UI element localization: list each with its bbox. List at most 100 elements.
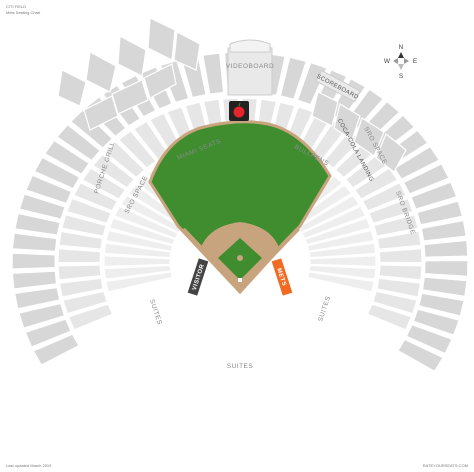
seat-section[interactable] <box>11 232 58 252</box>
home-run-apple-icon <box>229 101 249 121</box>
home-dugout-label: METS <box>275 268 286 288</box>
seat-section[interactable] <box>56 123 102 162</box>
seat-section[interactable] <box>307 271 375 293</box>
seat-section[interactable] <box>66 197 112 224</box>
seat-section[interactable] <box>104 141 146 179</box>
seat-section[interactable] <box>11 270 58 290</box>
playing-field <box>148 120 332 295</box>
seat-section[interactable] <box>117 130 157 169</box>
seat-section[interactable] <box>113 205 179 239</box>
seat-section[interactable] <box>297 194 360 233</box>
seat-section[interactable] <box>423 259 469 277</box>
last-updated-note: Last updated March 2019 <box>6 463 52 468</box>
seat-section[interactable] <box>58 277 104 298</box>
seat-section[interactable] <box>354 167 399 200</box>
seat-section[interactable] <box>147 17 176 61</box>
seat-section[interactable] <box>13 286 61 310</box>
compass-s-label: S <box>399 73 404 80</box>
seat-section[interactable] <box>14 212 61 236</box>
seat-section[interactable] <box>309 255 377 267</box>
seat-section[interactable] <box>103 264 172 280</box>
compass-n-label: N <box>399 44 404 51</box>
compass-rose: N S W E <box>384 44 418 80</box>
seat-section[interactable] <box>18 193 66 220</box>
seat-section[interactable] <box>61 214 107 237</box>
seat-section[interactable] <box>143 63 177 99</box>
seat-section[interactable] <box>361 182 407 212</box>
seat-section[interactable] <box>412 308 460 336</box>
seat-section[interactable] <box>304 217 372 246</box>
seat-section[interactable] <box>57 248 102 264</box>
seat-section[interactable] <box>372 290 418 315</box>
seat-section[interactable] <box>421 276 468 297</box>
seat-section[interactable] <box>73 182 119 212</box>
suites-left-label: SUITES <box>148 298 163 326</box>
home-dugout: METS <box>271 258 293 296</box>
seat-section[interactable] <box>58 230 104 250</box>
seat-section[interactable] <box>423 239 469 258</box>
seat-section[interactable] <box>24 318 72 348</box>
seat-section[interactable] <box>92 153 136 189</box>
seat-section[interactable] <box>333 103 361 141</box>
seat-section[interactable] <box>202 52 225 95</box>
compass-e-label: E <box>413 58 418 65</box>
left-field-sections <box>57 17 201 131</box>
seat-section[interactable] <box>62 290 108 315</box>
seat-section[interactable] <box>366 303 413 331</box>
seat-section[interactable] <box>18 302 66 329</box>
seat-section[interactable] <box>25 174 73 205</box>
seat-section[interactable] <box>301 205 367 239</box>
seat-section[interactable] <box>105 229 174 252</box>
seat-section[interactable] <box>402 163 450 195</box>
seat-section[interactable] <box>103 242 172 259</box>
venue-name: CITI FIELD <box>6 4 26 9</box>
seat-section[interactable] <box>33 156 81 190</box>
seat-section[interactable] <box>105 271 173 293</box>
suites-bottom-label: SUITES <box>227 363 254 370</box>
seat-section[interactable] <box>308 264 377 280</box>
seat-section[interactable] <box>85 51 117 93</box>
seat-section[interactable] <box>103 255 171 267</box>
seat-section[interactable] <box>420 219 468 242</box>
seat-section[interactable] <box>393 145 441 180</box>
seat-section[interactable] <box>405 323 453 355</box>
seat-section[interactable] <box>397 338 444 373</box>
seat-section[interactable] <box>375 133 407 173</box>
right-field-sections <box>311 91 407 173</box>
seat-section[interactable] <box>108 217 176 246</box>
seat-section[interactable] <box>378 248 423 264</box>
outfield-grass <box>148 120 332 295</box>
seat-section[interactable] <box>376 230 422 250</box>
seat-section[interactable] <box>57 69 87 107</box>
seat-section[interactable] <box>83 95 119 131</box>
seat-section[interactable] <box>117 35 147 77</box>
seat-section[interactable] <box>373 214 419 237</box>
seat-section[interactable] <box>308 242 377 259</box>
compass-w-label: W <box>384 58 391 65</box>
seat-section[interactable] <box>353 117 385 157</box>
seat-section[interactable] <box>173 31 201 71</box>
seat-section[interactable] <box>410 181 458 210</box>
seat-section[interactable] <box>279 56 308 100</box>
home-plate <box>238 278 242 282</box>
seat-section[interactable] <box>376 277 422 298</box>
seat-section[interactable] <box>378 264 423 281</box>
seat-section[interactable] <box>311 91 339 127</box>
seat-section[interactable] <box>57 264 102 281</box>
seat-section[interactable] <box>81 167 126 200</box>
seat-section[interactable] <box>32 333 80 366</box>
seat-section[interactable] <box>43 139 91 175</box>
seat-section[interactable] <box>418 292 465 317</box>
pitchers-mound <box>237 255 243 261</box>
seat-section[interactable] <box>416 200 464 226</box>
videoboard-structure: VIDEOBOARD <box>226 39 274 96</box>
suites-right-label: SUITES <box>317 295 332 323</box>
seat-section[interactable] <box>67 303 114 331</box>
chart-subtitle: Mets Seating Chart <box>6 10 41 15</box>
site-credit: RATEYOURSEATS.COM <box>423 463 468 468</box>
videoboard-label: VIDEOBOARD <box>226 63 274 70</box>
seat-section[interactable] <box>11 252 56 270</box>
seat-section[interactable] <box>306 229 375 252</box>
seat-section[interactable] <box>368 197 414 224</box>
